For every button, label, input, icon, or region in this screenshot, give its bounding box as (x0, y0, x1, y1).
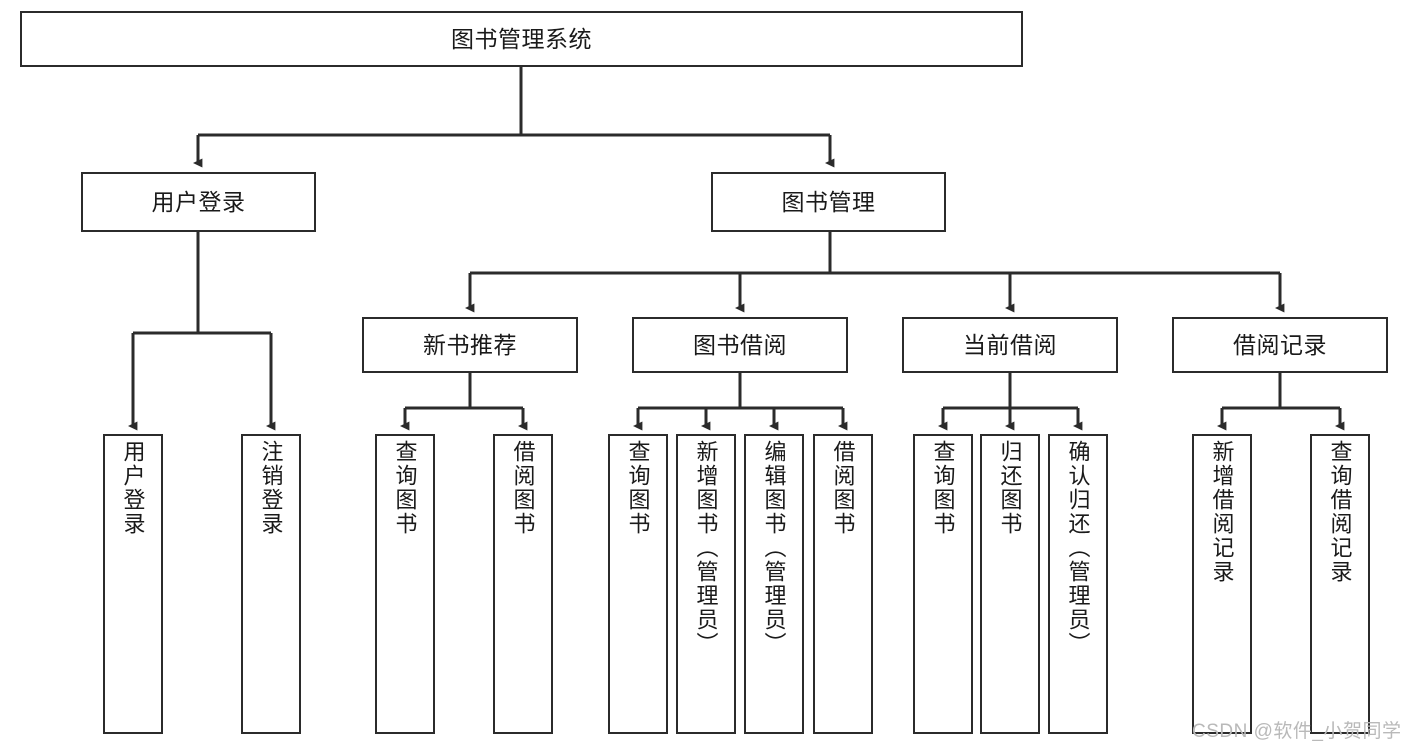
node-label: 当前借阅 (963, 331, 1057, 358)
node-label: 查询借阅记录 (1327, 440, 1353, 584)
leaf-current-confirm-return-admin[interactable]: 确认归还（管理员） (1048, 434, 1108, 734)
node-current-borrow[interactable]: 当前借阅 (902, 317, 1118, 373)
node-label: 查询图书 (930, 440, 956, 536)
node-root-system[interactable]: 图书管理系统 (20, 11, 1023, 67)
node-label: 借阅记录 (1233, 331, 1327, 358)
node-user-login[interactable]: 用户登录 (81, 172, 316, 232)
node-label: 借阅图书 (510, 440, 536, 536)
leaf-user-login-signout[interactable]: 注销登录 (241, 434, 301, 734)
node-label: 编辑图书（管理员） (761, 440, 787, 656)
node-label: 图书管理系统 (451, 25, 592, 52)
node-book-borrow[interactable]: 图书借阅 (632, 317, 848, 373)
node-label: 注销登录 (258, 440, 284, 536)
node-label: 新增图书（管理员） (693, 440, 719, 656)
leaf-borrow-edit-book-admin[interactable]: 编辑图书（管理员） (744, 434, 804, 734)
node-label: 借阅图书 (830, 440, 856, 536)
node-label: 新增借阅记录 (1209, 440, 1235, 584)
leaf-current-query-book[interactable]: 查询图书 (913, 434, 973, 734)
leaf-user-login-signin[interactable]: 用户登录 (103, 434, 163, 734)
node-borrow-record[interactable]: 借阅记录 (1172, 317, 1388, 373)
node-label: 查询图书 (625, 440, 651, 536)
node-label: 用户登录 (151, 188, 246, 215)
leaf-recommend-query-book[interactable]: 查询图书 (375, 434, 435, 734)
node-label: 图书管理 (781, 188, 876, 215)
node-label: 确认归还（管理员） (1065, 440, 1091, 656)
node-new-book-recommend[interactable]: 新书推荐 (362, 317, 578, 373)
leaf-borrow-borrow-book[interactable]: 借阅图书 (813, 434, 873, 734)
leaf-borrow-query-book[interactable]: 查询图书 (608, 434, 668, 734)
node-label: 用户登录 (120, 440, 146, 536)
node-book-management[interactable]: 图书管理 (711, 172, 946, 232)
leaf-record-add-record[interactable]: 新增借阅记录 (1192, 434, 1252, 734)
leaf-recommend-borrow-book[interactable]: 借阅图书 (493, 434, 553, 734)
node-label: 图书借阅 (693, 331, 787, 358)
csdn-watermark: CSDN @软件_小贺同学 (1192, 721, 1402, 742)
node-label: 归还图书 (997, 440, 1023, 536)
leaf-current-return-book[interactable]: 归还图书 (980, 434, 1040, 734)
node-label: 新书推荐 (423, 331, 517, 358)
leaf-record-query-record[interactable]: 查询借阅记录 (1310, 434, 1370, 734)
leaf-borrow-add-book-admin[interactable]: 新增图书（管理员） (676, 434, 736, 734)
node-label: 查询图书 (392, 440, 418, 536)
